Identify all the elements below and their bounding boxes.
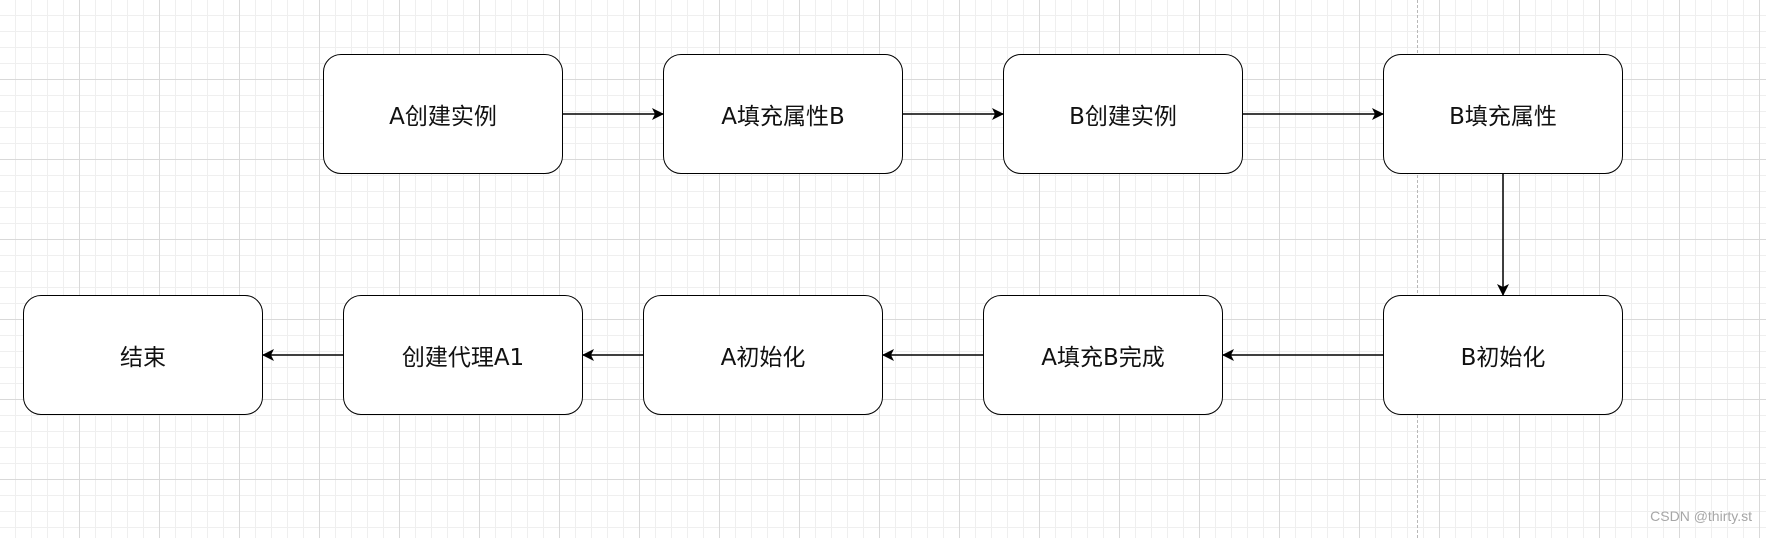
node-b-fill-property[interactable]: B填充属性: [1383, 54, 1623, 174]
page-break-line: [1417, 0, 1418, 538]
node-a-fill-b-complete[interactable]: A填充B完成: [983, 295, 1223, 415]
watermark: CSDN @thirty.st: [1650, 508, 1752, 524]
node-b-create-instance[interactable]: B创建实例: [1003, 54, 1243, 174]
node-end[interactable]: 结束: [23, 295, 263, 415]
node-a-create-instance[interactable]: A创建实例: [323, 54, 563, 174]
node-a-initialize[interactable]: A初始化: [643, 295, 883, 415]
node-create-proxy-a1[interactable]: 创建代理A1: [343, 295, 583, 415]
node-a-fill-property-b[interactable]: A填充属性B: [663, 54, 903, 174]
node-b-initialize[interactable]: B初始化: [1383, 295, 1623, 415]
